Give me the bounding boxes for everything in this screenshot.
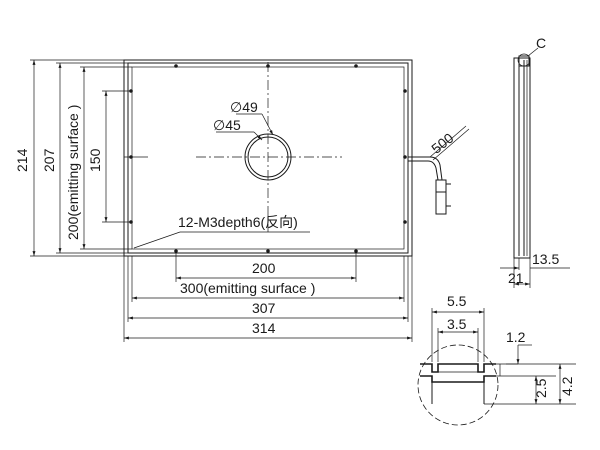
panel-outer-outline xyxy=(123,59,413,257)
dim-cable-length: 500 xyxy=(428,130,456,157)
mounting-holes xyxy=(129,64,407,253)
vertical-dimensions xyxy=(30,59,132,257)
label-detail-c: C xyxy=(536,35,546,51)
dim-groove: 2.5 xyxy=(533,378,549,398)
dim-hole-spacing-y: 150 xyxy=(87,148,103,172)
dim-lip: 1.2 xyxy=(506,329,526,345)
dim-detail-height: 4.2 xyxy=(559,376,575,396)
dim-circle-inner: ∅45 xyxy=(213,117,241,133)
cable xyxy=(408,125,470,215)
note-mounting-holes: 12-M3depth6(反向) xyxy=(178,214,298,230)
side-view-body xyxy=(513,57,531,259)
dim-height-emitting: 200(emitting surface ) xyxy=(65,105,81,240)
detail-view: 5.5 3.5 1.2 2.5 4.2 xyxy=(417,293,576,426)
side-view: C 13.5 21 xyxy=(500,35,570,288)
front-view: ∅49 ∅45 500 12-M3depth6(反向) xyxy=(14,59,470,342)
dim-slot-inner: 3.5 xyxy=(447,316,467,332)
detail-circle xyxy=(417,344,499,426)
circle-inner xyxy=(247,136,289,178)
dim-width-frame: 307 xyxy=(252,300,276,316)
dim-side-thickness: 13.5 xyxy=(532,251,559,267)
horizontal-dimensions xyxy=(123,252,413,342)
dim-width-overall: 314 xyxy=(252,320,276,336)
circle-outer xyxy=(244,133,292,181)
dim-circle-outer: ∅49 xyxy=(230,99,258,115)
dim-width-emitting: 300(emitting surface ) xyxy=(180,280,315,296)
dim-hole-spacing-x: 200 xyxy=(252,260,276,276)
dim-side-depth: 21 xyxy=(508,270,524,286)
detail-c-callout-circle xyxy=(517,53,531,67)
dim-slot-outer: 5.5 xyxy=(447,293,467,309)
dim-height-frame: 207 xyxy=(41,148,57,172)
dim-height-overall: 214 xyxy=(14,148,30,172)
